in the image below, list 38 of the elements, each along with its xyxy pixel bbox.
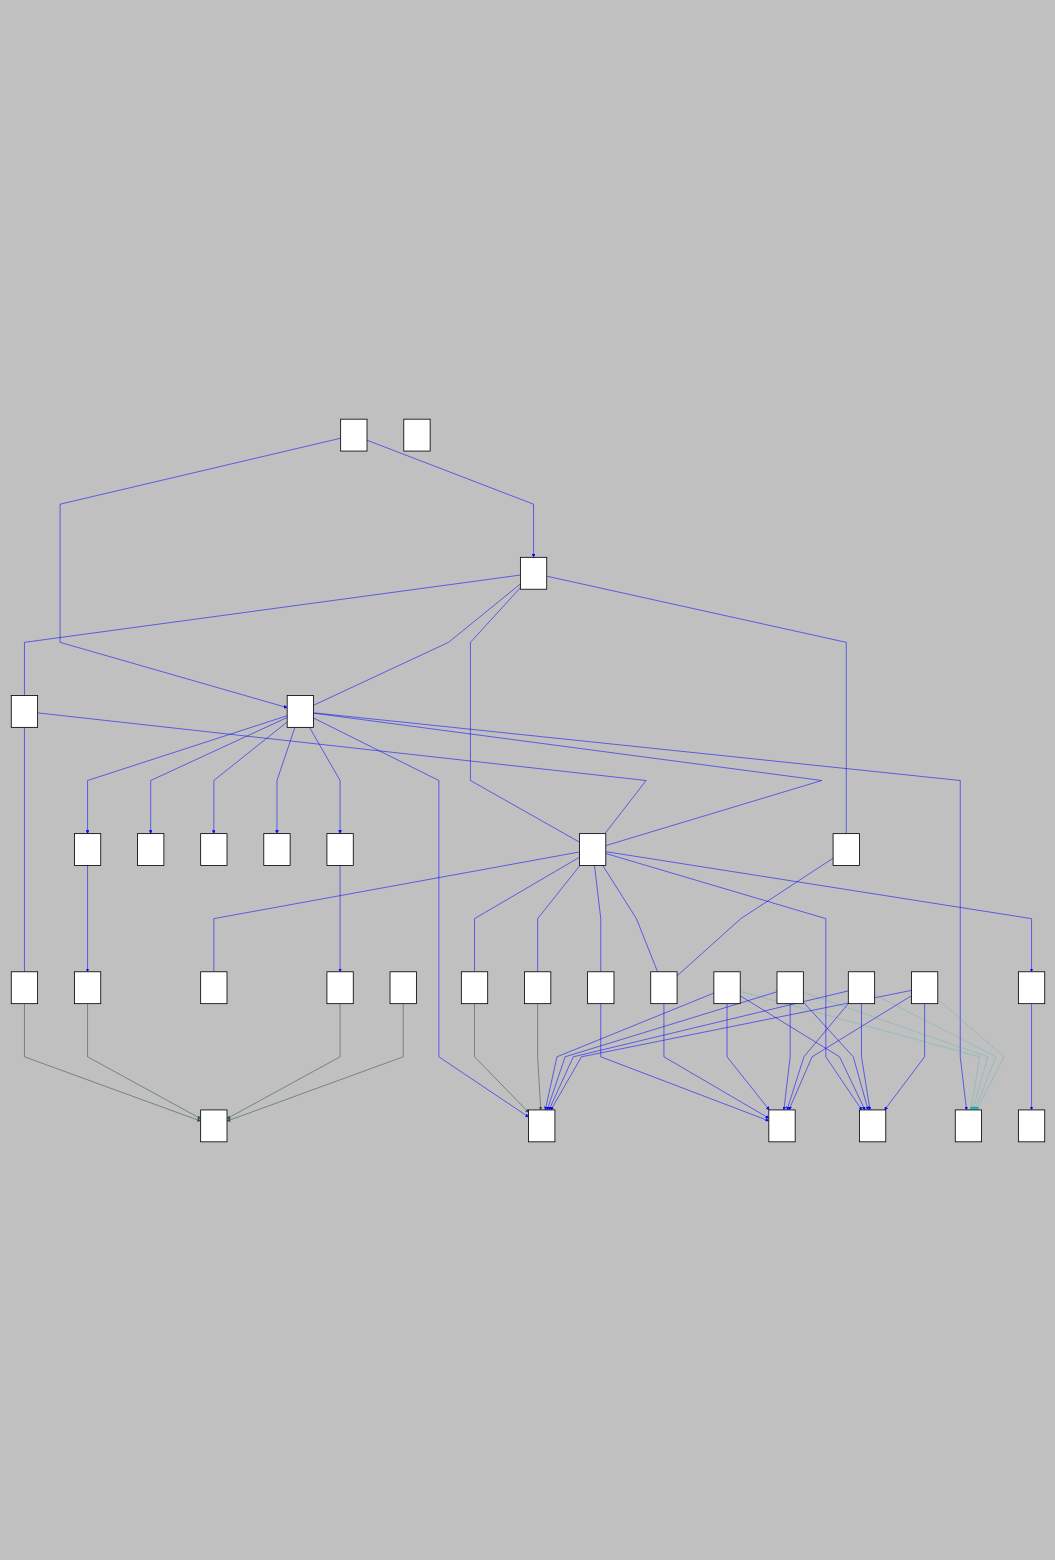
node-box	[847, 970, 875, 1004]
node-box	[389, 970, 417, 1004]
node-box	[586, 970, 614, 1004]
connector	[545, 575, 847, 834]
node-box	[523, 970, 551, 1004]
node-box	[286, 694, 314, 728]
node-box	[326, 970, 354, 1004]
node-box	[649, 970, 677, 1004]
node-box	[767, 1109, 796, 1142]
node-box	[10, 694, 38, 728]
node-box	[712, 970, 741, 1004]
node-box	[199, 970, 227, 1004]
node-box	[460, 970, 488, 1004]
node-box	[1017, 1109, 1045, 1142]
node-box	[10, 970, 38, 1004]
node-box	[858, 1109, 886, 1142]
connector	[676, 857, 833, 976]
node-box	[136, 832, 164, 866]
node-box	[199, 1109, 227, 1142]
node-box	[402, 418, 431, 451]
connector	[473, 856, 580, 972]
connector	[312, 712, 822, 846]
connector	[469, 586, 580, 842]
node-box	[910, 970, 938, 1004]
node-box	[73, 970, 101, 1004]
connector	[23, 574, 521, 696]
node-box	[339, 418, 367, 451]
node-box	[954, 1109, 982, 1142]
node-box	[326, 832, 354, 866]
node-box	[1017, 970, 1045, 1004]
node-box	[776, 970, 804, 1004]
node-box	[519, 556, 547, 590]
node-box	[832, 832, 860, 866]
node-box	[527, 1109, 555, 1142]
node-box	[73, 832, 101, 866]
node-box	[578, 832, 606, 866]
node-box	[199, 832, 227, 866]
node-box	[262, 832, 291, 866]
